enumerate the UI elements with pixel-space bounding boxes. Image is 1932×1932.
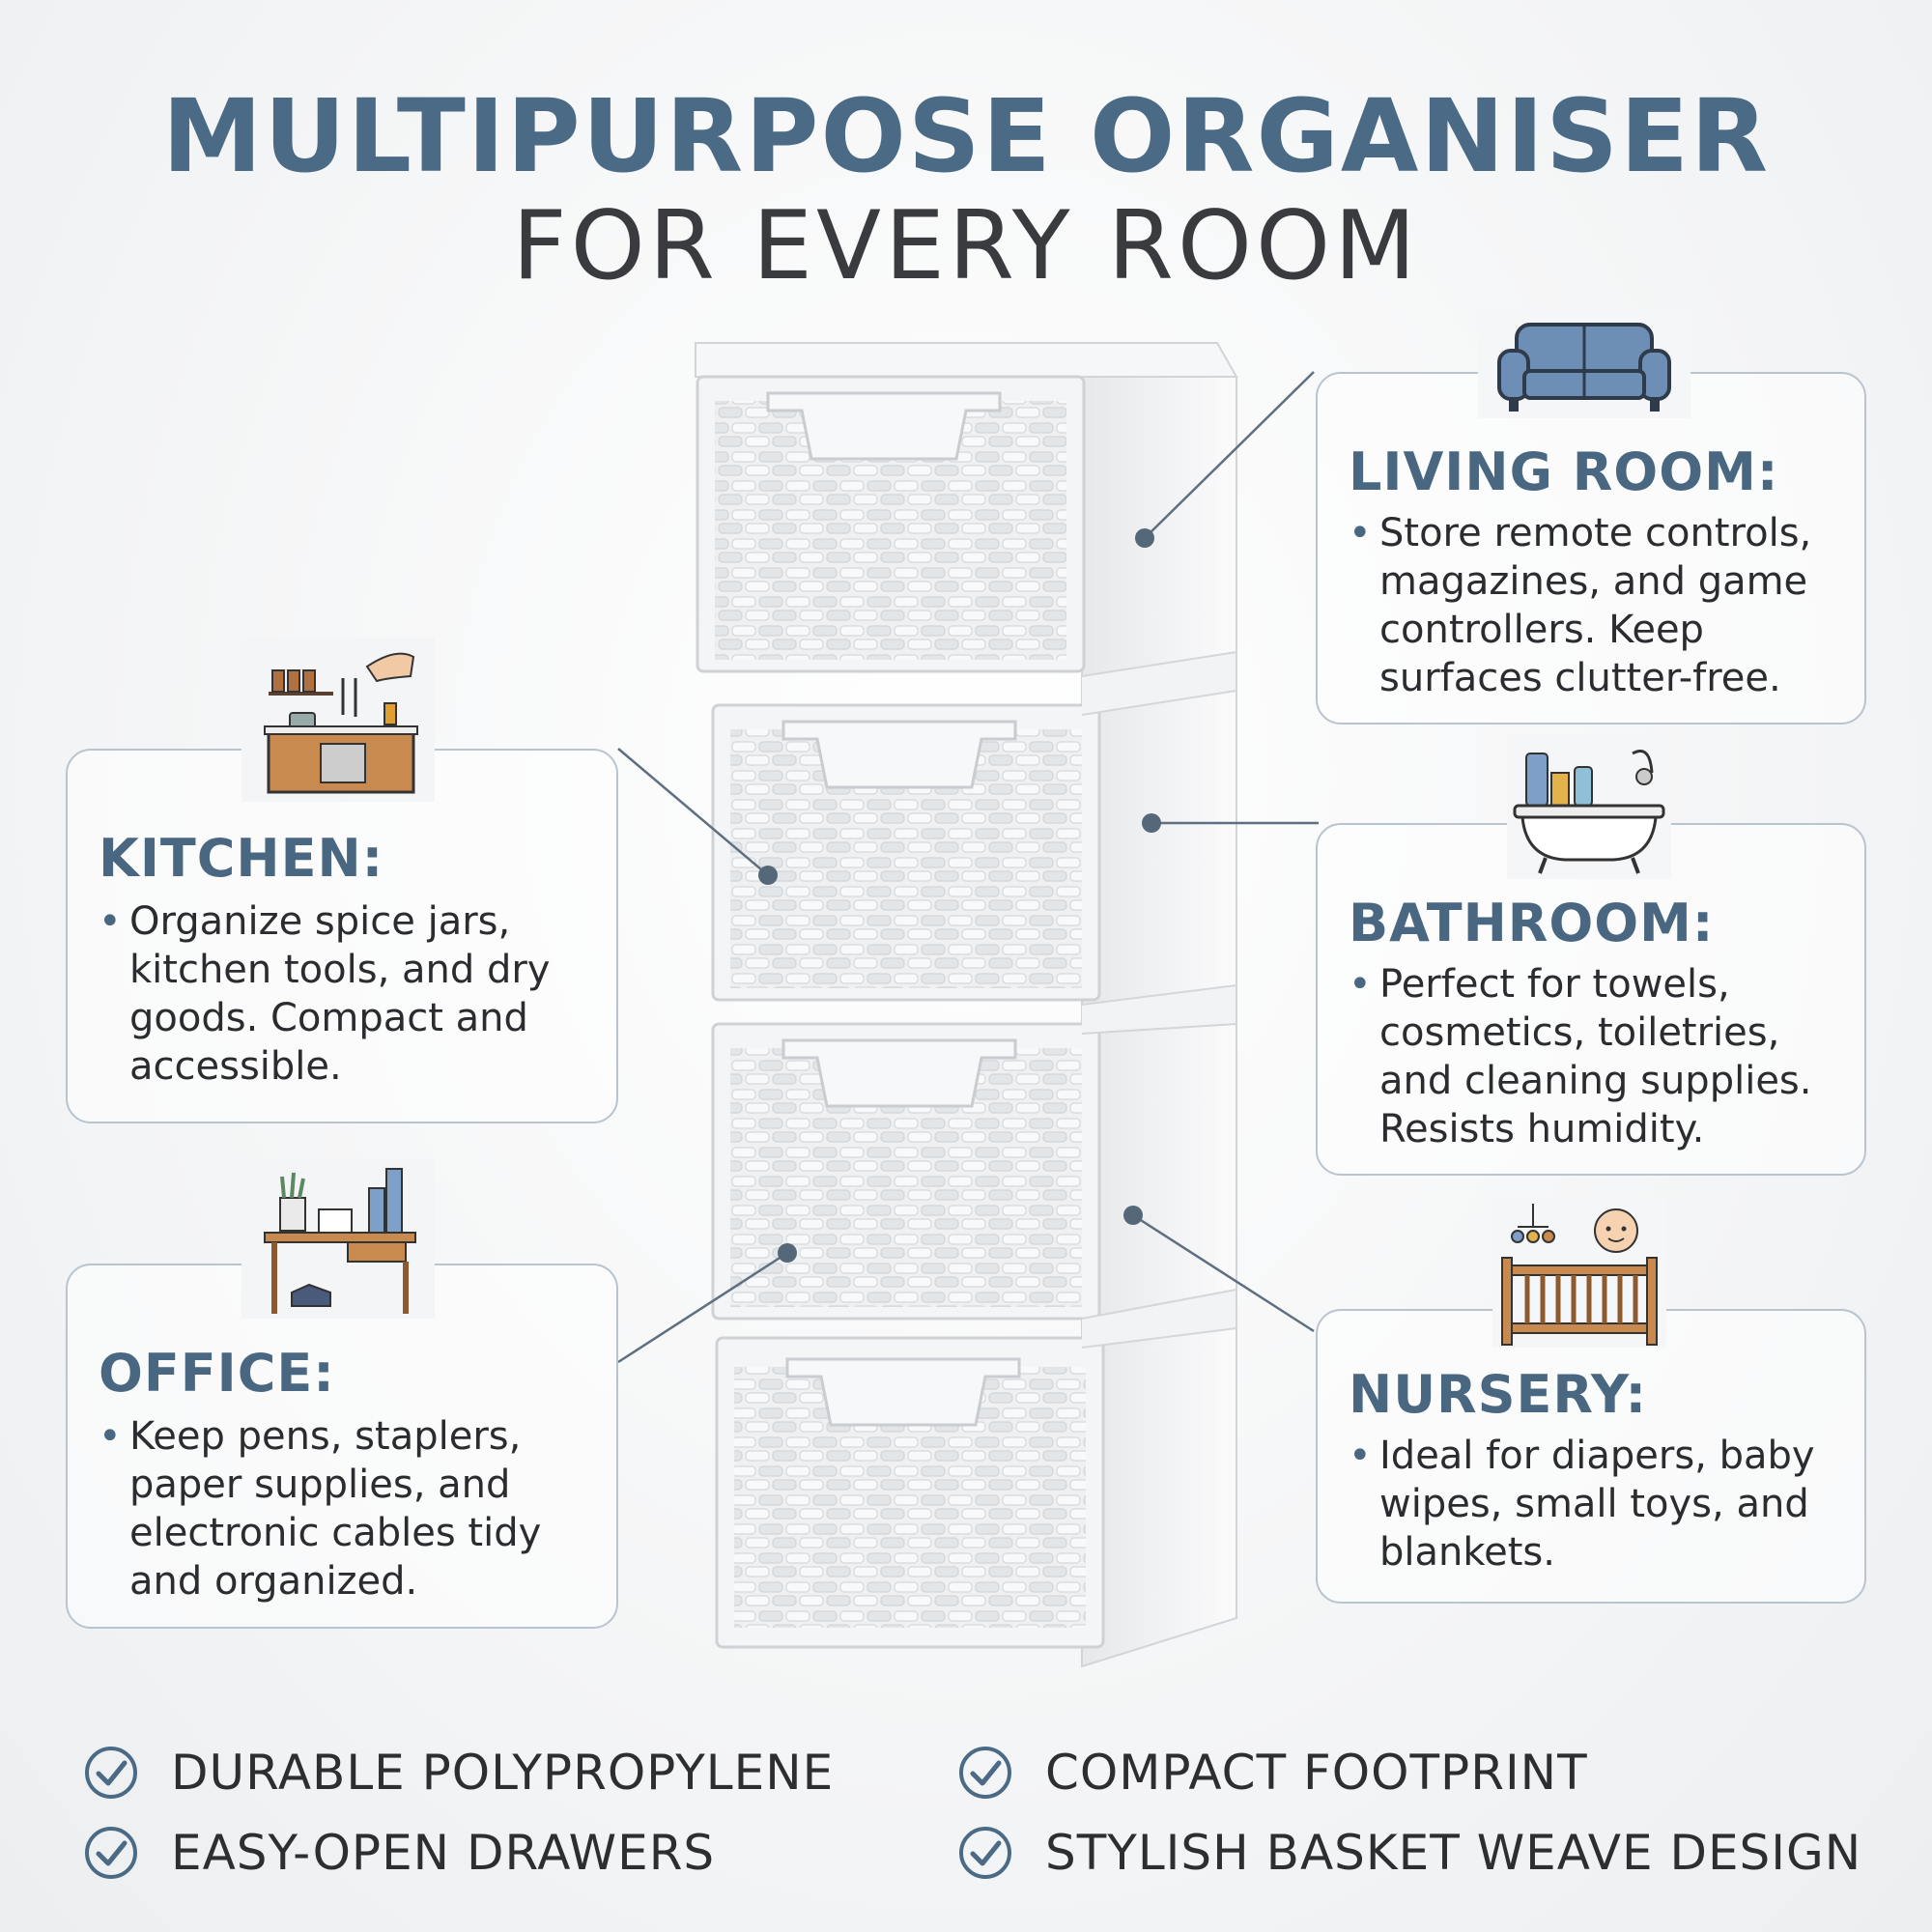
feature-easy-open-drawers: EASY-OPEN DRAWERS [82, 1824, 715, 1882]
feature-basket-weave-design: STYLISH BASKET WEAVE DESIGN [956, 1824, 1861, 1882]
check-circle-icon [959, 1747, 1011, 1799]
kitchen-text: Organize spice jars, kitchen tools, and … [129, 899, 551, 1089]
living-room-text: Store remote controls, magazines, and ga… [1379, 511, 1812, 700]
kitchen-card: KITCHEN: • Organize spice jars, kitchen … [66, 749, 618, 1123]
bathroom-text: Perfect for towels, cosmetics, toiletrie… [1379, 962, 1812, 1151]
kitchen-heading: KITCHEN: [99, 828, 384, 889]
check-circle-icon [959, 1827, 1011, 1879]
living-room-heading: LIVING ROOM: [1349, 441, 1779, 502]
page-title: MULTIPURPOSE ORGANISER [161, 77, 1771, 195]
nursery-text: Ideal for diapers, baby wipes, small toy… [1379, 1434, 1815, 1575]
nursery-heading: NURSERY: [1349, 1364, 1648, 1425]
office-text: Keep pens, staplers, paper supplies, and… [129, 1414, 542, 1604]
feature-compact-footprint: COMPACT FOOTPRINT [956, 1744, 1588, 1802]
office-card: OFFICE: • Keep pens, staplers, paper sup… [66, 1264, 618, 1629]
drawer-tower-image [695, 342, 1238, 1668]
office-desk-icon [242, 1159, 435, 1319]
feature-durable-polypropylene: DURABLE POLYPROPYLENE [82, 1744, 834, 1802]
bathroom-card: BATHROOM: • Perfect for towels, cosmetic… [1316, 823, 1866, 1176]
sofa-icon [1478, 307, 1690, 418]
check-circle-icon [85, 1747, 137, 1799]
bathtub-icon [1507, 734, 1671, 879]
kitchen-icon [242, 638, 435, 802]
bathroom-heading: BATHROOM: [1349, 893, 1715, 953]
crib-icon [1492, 1198, 1666, 1348]
nursery-card: NURSERY: • Ideal for diapers, baby wipes… [1316, 1309, 1866, 1604]
check-circle-icon [85, 1827, 137, 1879]
office-heading: OFFICE: [99, 1343, 335, 1404]
page-subtitle: FOR EVERY ROOM [512, 191, 1420, 301]
living-room-card: LIVING ROOM: • Store remote controls, ma… [1316, 372, 1866, 724]
